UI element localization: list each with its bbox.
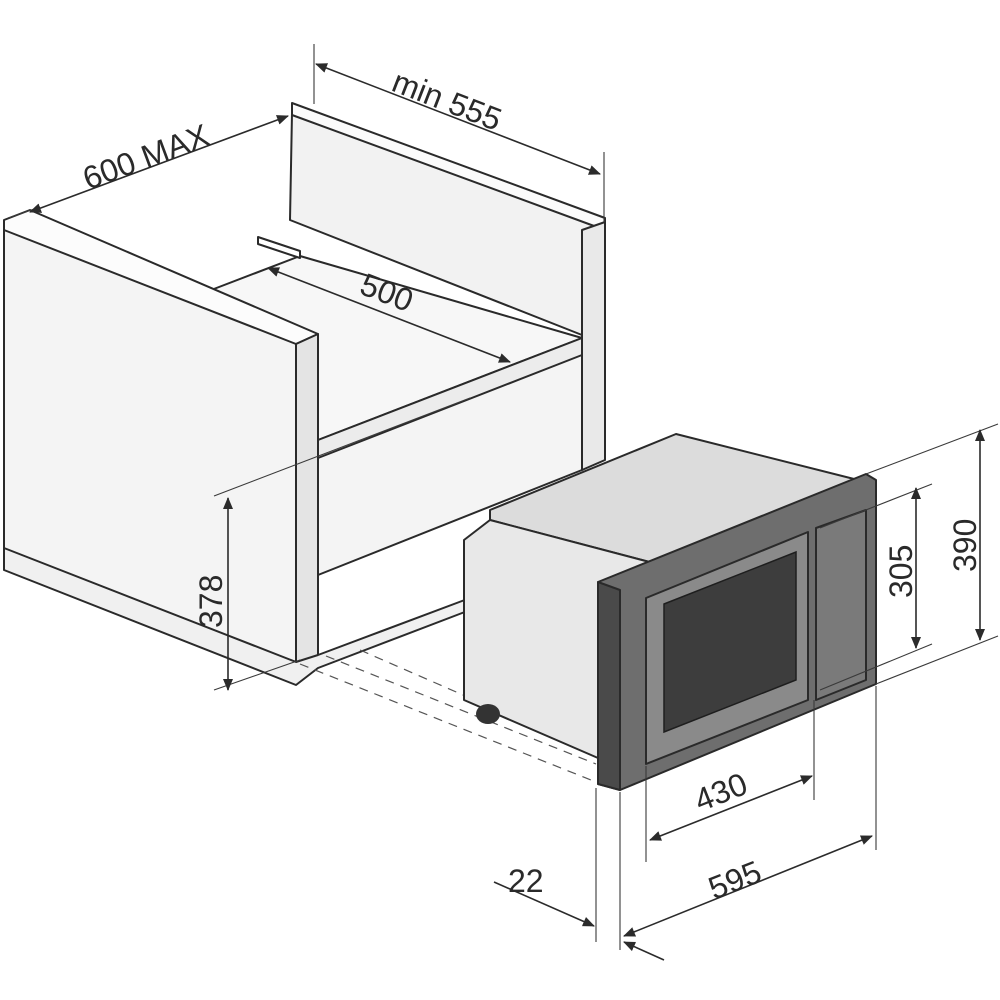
dimension-390: 390 <box>865 423 999 685</box>
label-22: 22 <box>508 863 544 899</box>
microwave-foot <box>476 704 500 724</box>
dimension-430: 430 <box>645 700 815 862</box>
microwave-door-window <box>663 550 797 734</box>
cabinet-left-front-edge <box>295 333 319 667</box>
dimension-305: 305 <box>819 483 933 691</box>
label-390: 390 <box>947 519 983 572</box>
dimension-22: 22 <box>493 788 665 961</box>
microwave <box>463 433 877 791</box>
cabinet-back-right-edge <box>581 221 606 471</box>
label-305: 305 <box>883 545 919 598</box>
dimension-378: 378 <box>193 397 471 691</box>
label-430: 430 <box>689 765 752 818</box>
microwave-frame-edge <box>597 581 621 791</box>
microwave-control-panel <box>815 509 867 701</box>
label-378: 378 <box>193 575 229 628</box>
dashed-guides <box>299 649 597 783</box>
label-min-555: min 555 <box>387 63 506 138</box>
dimension-600-max: 600 MAX <box>7 115 289 219</box>
label-600-max: 600 MAX <box>78 117 214 197</box>
cabinet-cleat <box>257 236 301 259</box>
label-595: 595 <box>703 853 766 906</box>
